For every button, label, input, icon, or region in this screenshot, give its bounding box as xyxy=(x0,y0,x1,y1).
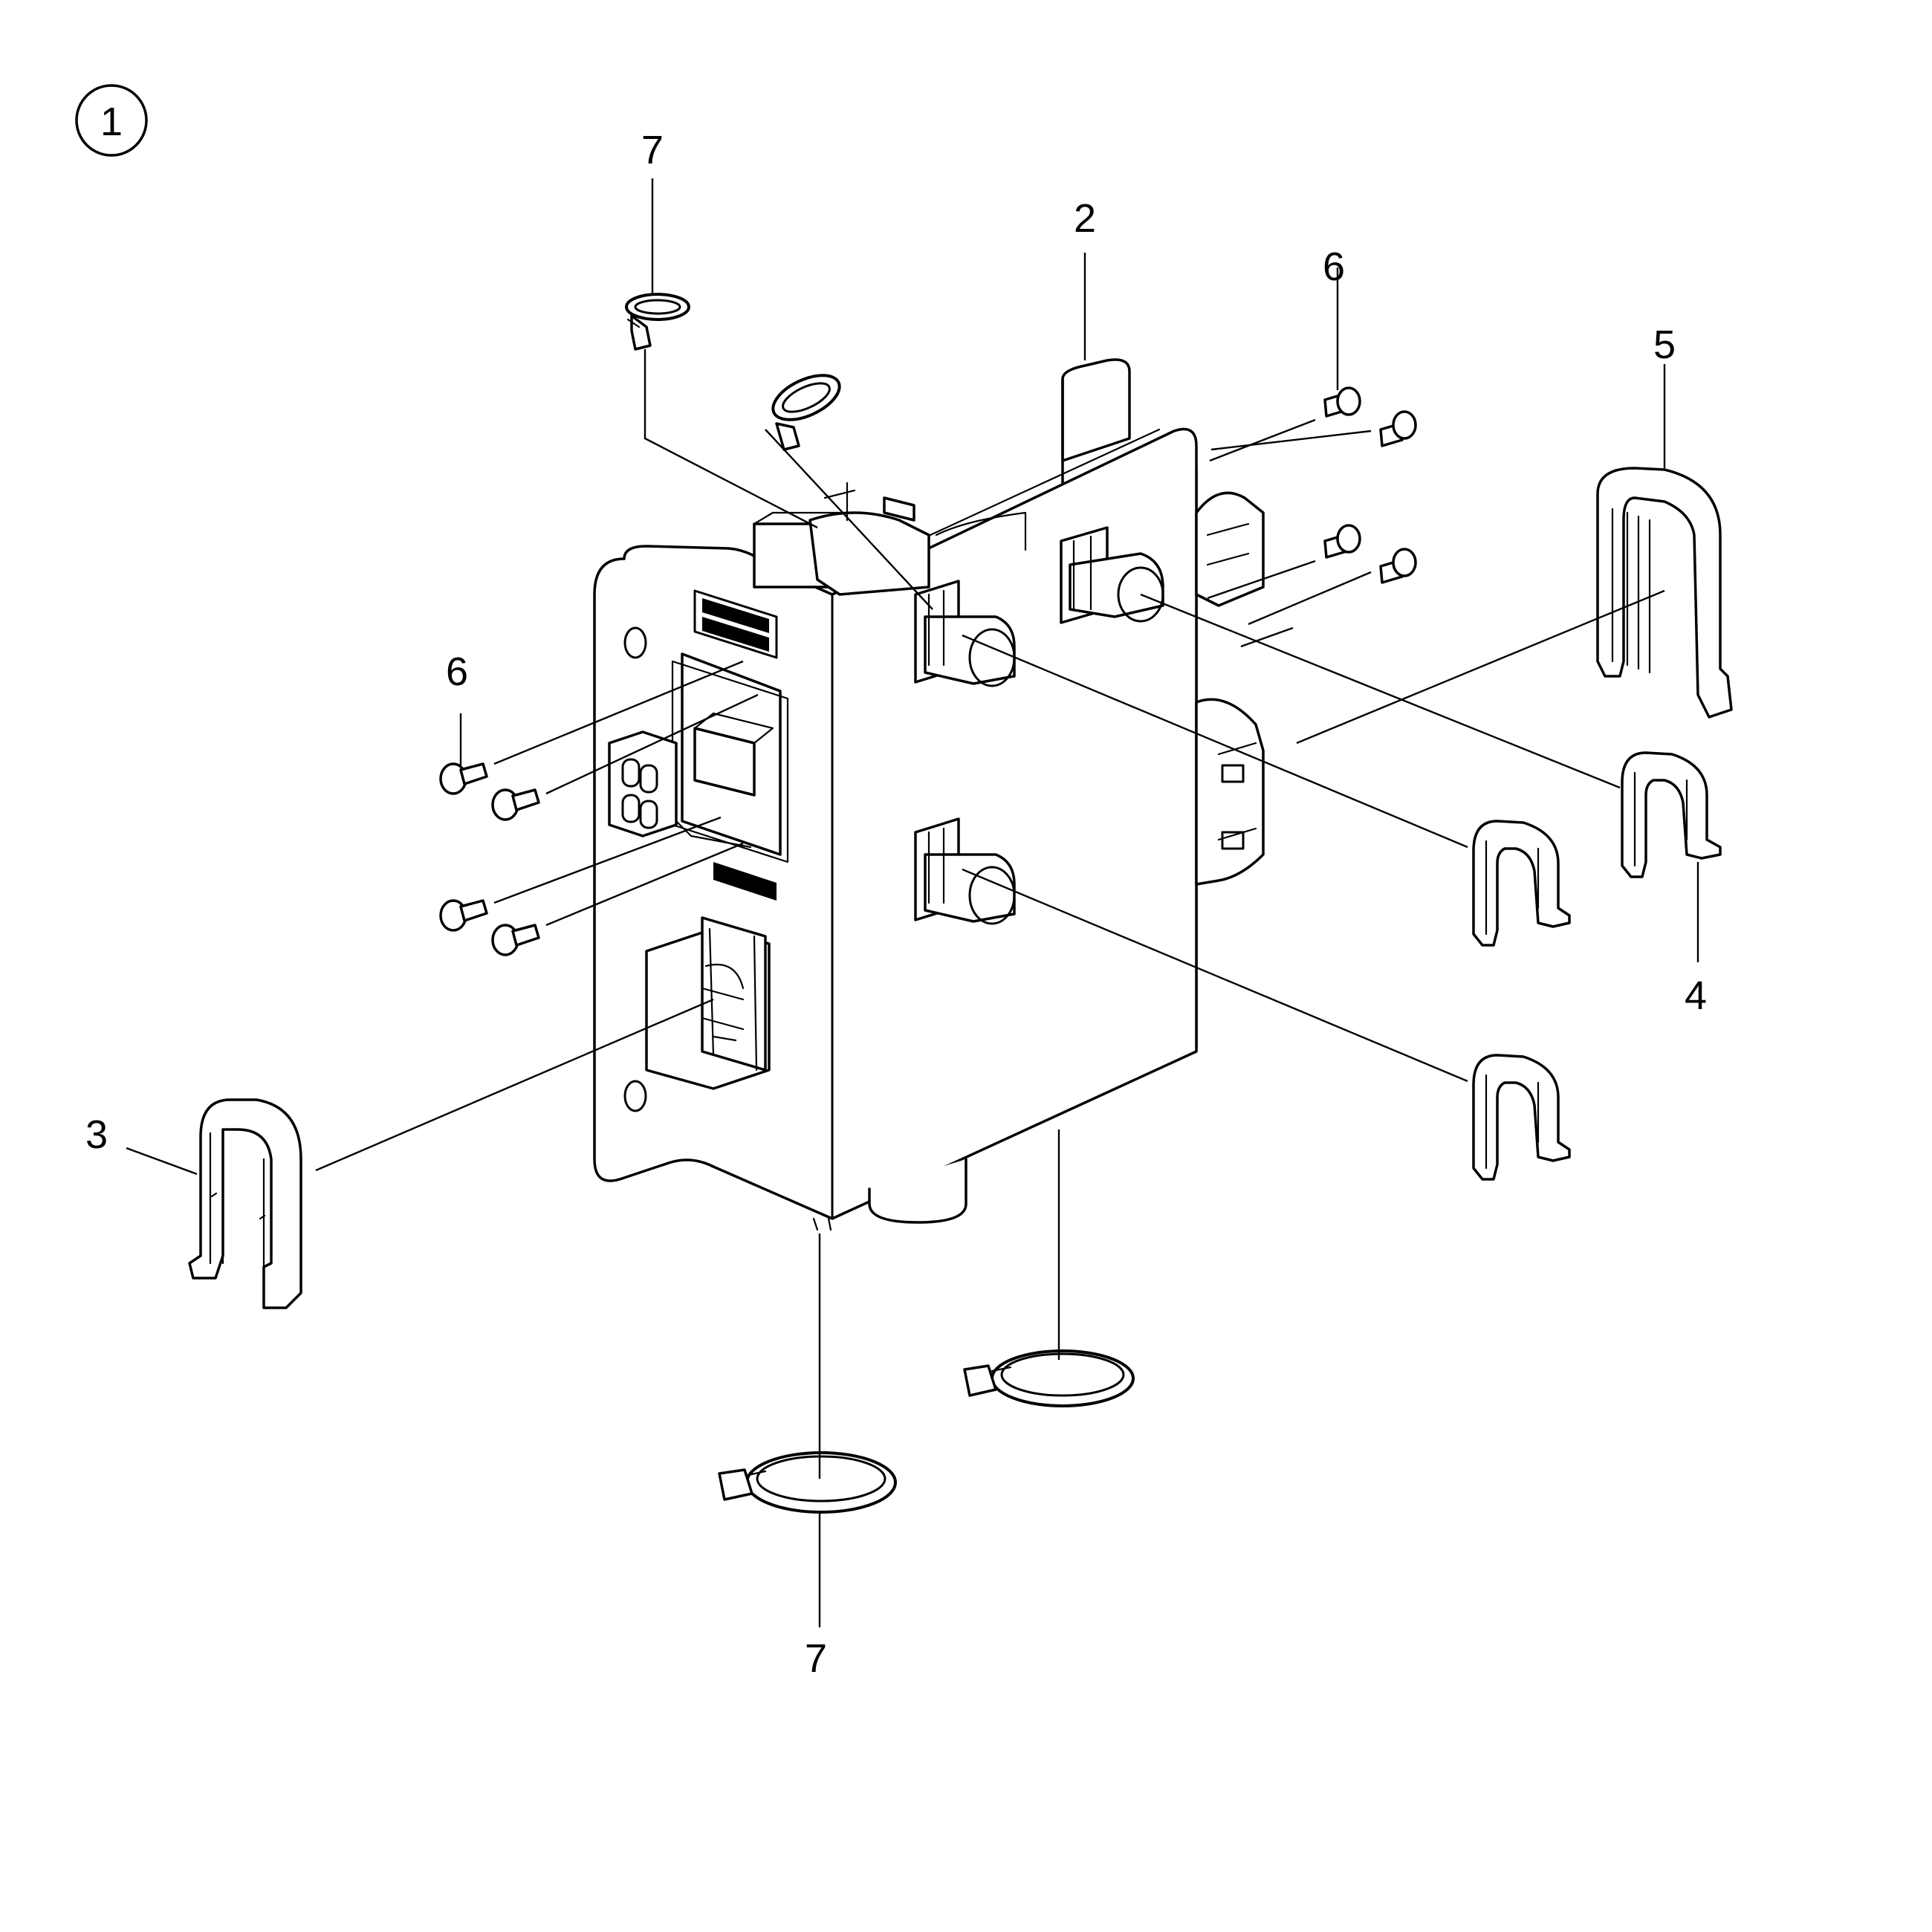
clip-front-lower xyxy=(1472,1054,1571,1181)
callout-4: 4 xyxy=(1685,973,1707,1018)
screw xyxy=(1323,524,1361,559)
cable-tie-bottom-right xyxy=(963,1349,1135,1407)
label-plate-bottom xyxy=(713,862,777,901)
screw xyxy=(1323,386,1361,418)
view-number: 1 xyxy=(100,100,123,144)
callout-7-bottom: 7 xyxy=(805,1636,827,1681)
screw xyxy=(491,924,540,956)
screw xyxy=(439,899,488,932)
side-wall-connector-bottom xyxy=(1195,698,1265,886)
clip-front-upper xyxy=(1472,820,1571,947)
screw xyxy=(1379,410,1417,447)
callouts: 7 2 6 5 6 4 3 7 xyxy=(85,128,1707,1681)
cable-tie-top xyxy=(625,293,690,351)
clip-part-3 xyxy=(188,1098,302,1309)
callout-3: 3 xyxy=(85,1112,108,1157)
cable-tie-bottom-left xyxy=(718,1451,897,1514)
screw xyxy=(1379,548,1417,584)
side-connector-upper xyxy=(1060,526,1164,624)
clip-part-5 xyxy=(1596,467,1733,719)
screw-group-left xyxy=(439,762,540,956)
front-connector-lower xyxy=(914,817,1016,925)
leader-lines xyxy=(126,178,1699,1627)
side-wall-connector-top xyxy=(1195,491,1265,607)
view-number-badge: 1 xyxy=(75,84,148,157)
callout-7-top: 7 xyxy=(641,128,664,172)
left-connector xyxy=(608,652,789,863)
callout-2: 2 xyxy=(1074,196,1096,241)
label-plate-top xyxy=(693,589,778,659)
front-connector-upper xyxy=(914,580,1016,687)
callout-6-left: 6 xyxy=(446,649,468,694)
screw xyxy=(439,762,488,795)
callout-6-right: 6 xyxy=(1323,244,1345,289)
callout-5: 5 xyxy=(1653,322,1676,367)
screw-group-right xyxy=(1323,386,1417,584)
cable-tie-mid xyxy=(771,374,841,451)
left-lower-connector xyxy=(645,916,771,1090)
screw xyxy=(491,788,540,821)
clip-part-4 xyxy=(1621,751,1722,878)
